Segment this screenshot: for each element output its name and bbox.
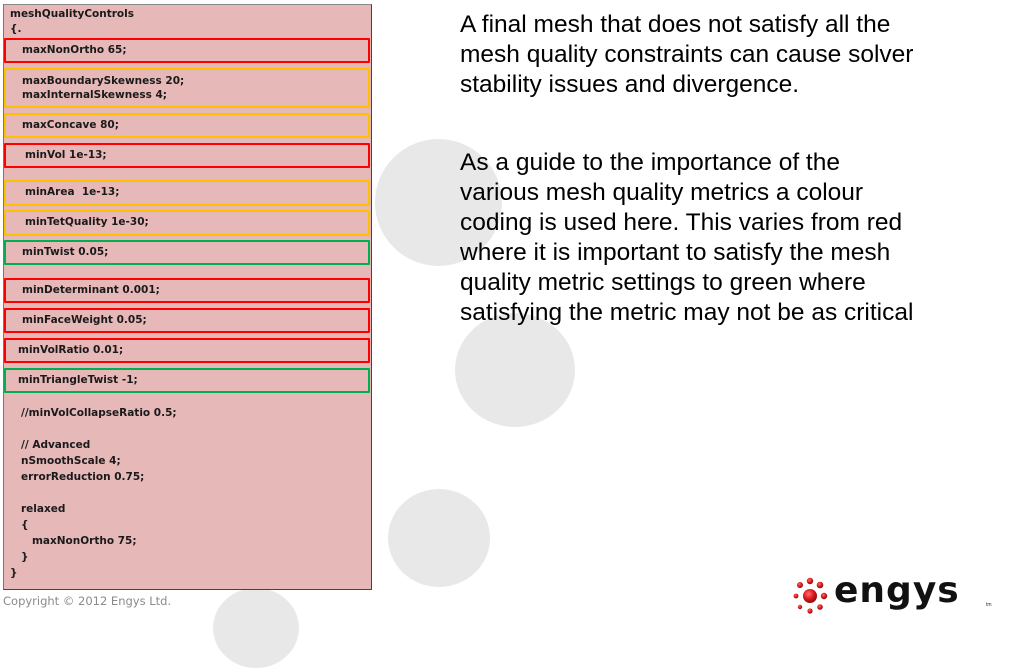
- metric-box-red: minVol 1e-13;: [4, 143, 370, 168]
- text-line: various mesh quality metrics a colour: [460, 179, 864, 206]
- code-line: relaxed: [21, 503, 66, 515]
- engys-dots-icon: [793, 577, 828, 614]
- code-line: nSmoothScale 4;: [21, 455, 121, 467]
- text-line: quality metric settings to green where: [460, 269, 866, 296]
- metric-box-orange: maxConcave 80;: [4, 113, 370, 138]
- metric-box-red: minFaceWeight 0.05;: [4, 308, 370, 333]
- text-line: where it is important to satisfy the mes…: [460, 239, 891, 266]
- logo-trademark: tm: [986, 602, 992, 608]
- code-line: {: [21, 519, 29, 531]
- metric-line: minTriangleTwist -1;: [18, 374, 138, 386]
- decorative-circle: [455, 313, 575, 427]
- decorative-circle: [388, 489, 490, 587]
- text-line: As a guide to the importance of the: [460, 149, 840, 176]
- explanation-paragraph-2: As a guide to the importance of the vari…: [460, 148, 913, 328]
- code-line: }: [21, 551, 29, 563]
- metric-box-green: minTriangleTwist -1;: [4, 368, 370, 393]
- metric-line: maxInternalSkewness 4;: [22, 89, 168, 101]
- copyright-text: Copyright © 2012 Engys Ltd.: [3, 594, 172, 608]
- metric-line: maxConcave 80;: [22, 119, 119, 131]
- metric-line: maxNonOrtho 65;: [22, 44, 127, 56]
- text-line: A final mesh that does not satisfy all t…: [460, 11, 891, 38]
- metric-line: maxBoundarySkewness 20;: [22, 75, 185, 87]
- mesh-quality-controls-code-panel: meshQualityControls {. maxNonOrtho 65; m…: [3, 4, 372, 590]
- code-line: // Advanced: [21, 439, 91, 451]
- metric-box-green: minTwist 0.05;: [4, 240, 370, 265]
- metric-line: minArea 1e-13;: [25, 186, 120, 198]
- metric-box-orange: minArea 1e-13;: [4, 180, 370, 206]
- logo-wordmark: engys: [834, 570, 960, 611]
- code-header: meshQualityControls: [10, 8, 134, 20]
- decorative-circle: [213, 588, 299, 668]
- metric-line: minVolRatio 0.01;: [18, 344, 124, 356]
- code-close-brace: }: [10, 567, 18, 579]
- code-line: errorReduction 0.75;: [21, 471, 145, 483]
- metric-box-orange: maxBoundarySkewness 20; maxInternalSkewn…: [4, 68, 370, 108]
- text-line: mesh quality constraints can cause solve…: [460, 41, 914, 68]
- code-line: maxNonOrtho 75;: [21, 535, 137, 547]
- metric-box-red: minDeterminant 0.001;: [4, 278, 370, 303]
- text-line: stability issues and divergence.: [460, 71, 800, 98]
- metric-box-orange: minTetQuality 1e-30;: [4, 210, 370, 236]
- code-line: //minVolCollapseRatio 0.5;: [21, 407, 177, 419]
- metric-line: minFaceWeight 0.05;: [22, 314, 147, 326]
- code-open-brace: {.: [10, 23, 22, 35]
- metric-box-red: maxNonOrtho 65;: [4, 38, 370, 63]
- metric-line: minVol 1e-13;: [25, 149, 107, 161]
- explanation-paragraph-1: A final mesh that does not satisfy all t…: [460, 10, 913, 100]
- engys-logo: engys tm: [790, 571, 1000, 616]
- metric-line: minTetQuality 1e-30;: [25, 216, 149, 228]
- metric-box-red: minVolRatio 0.01;: [4, 338, 370, 363]
- metric-line: minDeterminant 0.001;: [22, 284, 160, 296]
- metric-line: minTwist 0.05;: [22, 246, 109, 258]
- decorative-circle: [375, 139, 502, 266]
- text-line: satisfying the metric may not be as crit…: [460, 299, 914, 326]
- text-line: coding is used here. This varies from re…: [460, 209, 903, 236]
